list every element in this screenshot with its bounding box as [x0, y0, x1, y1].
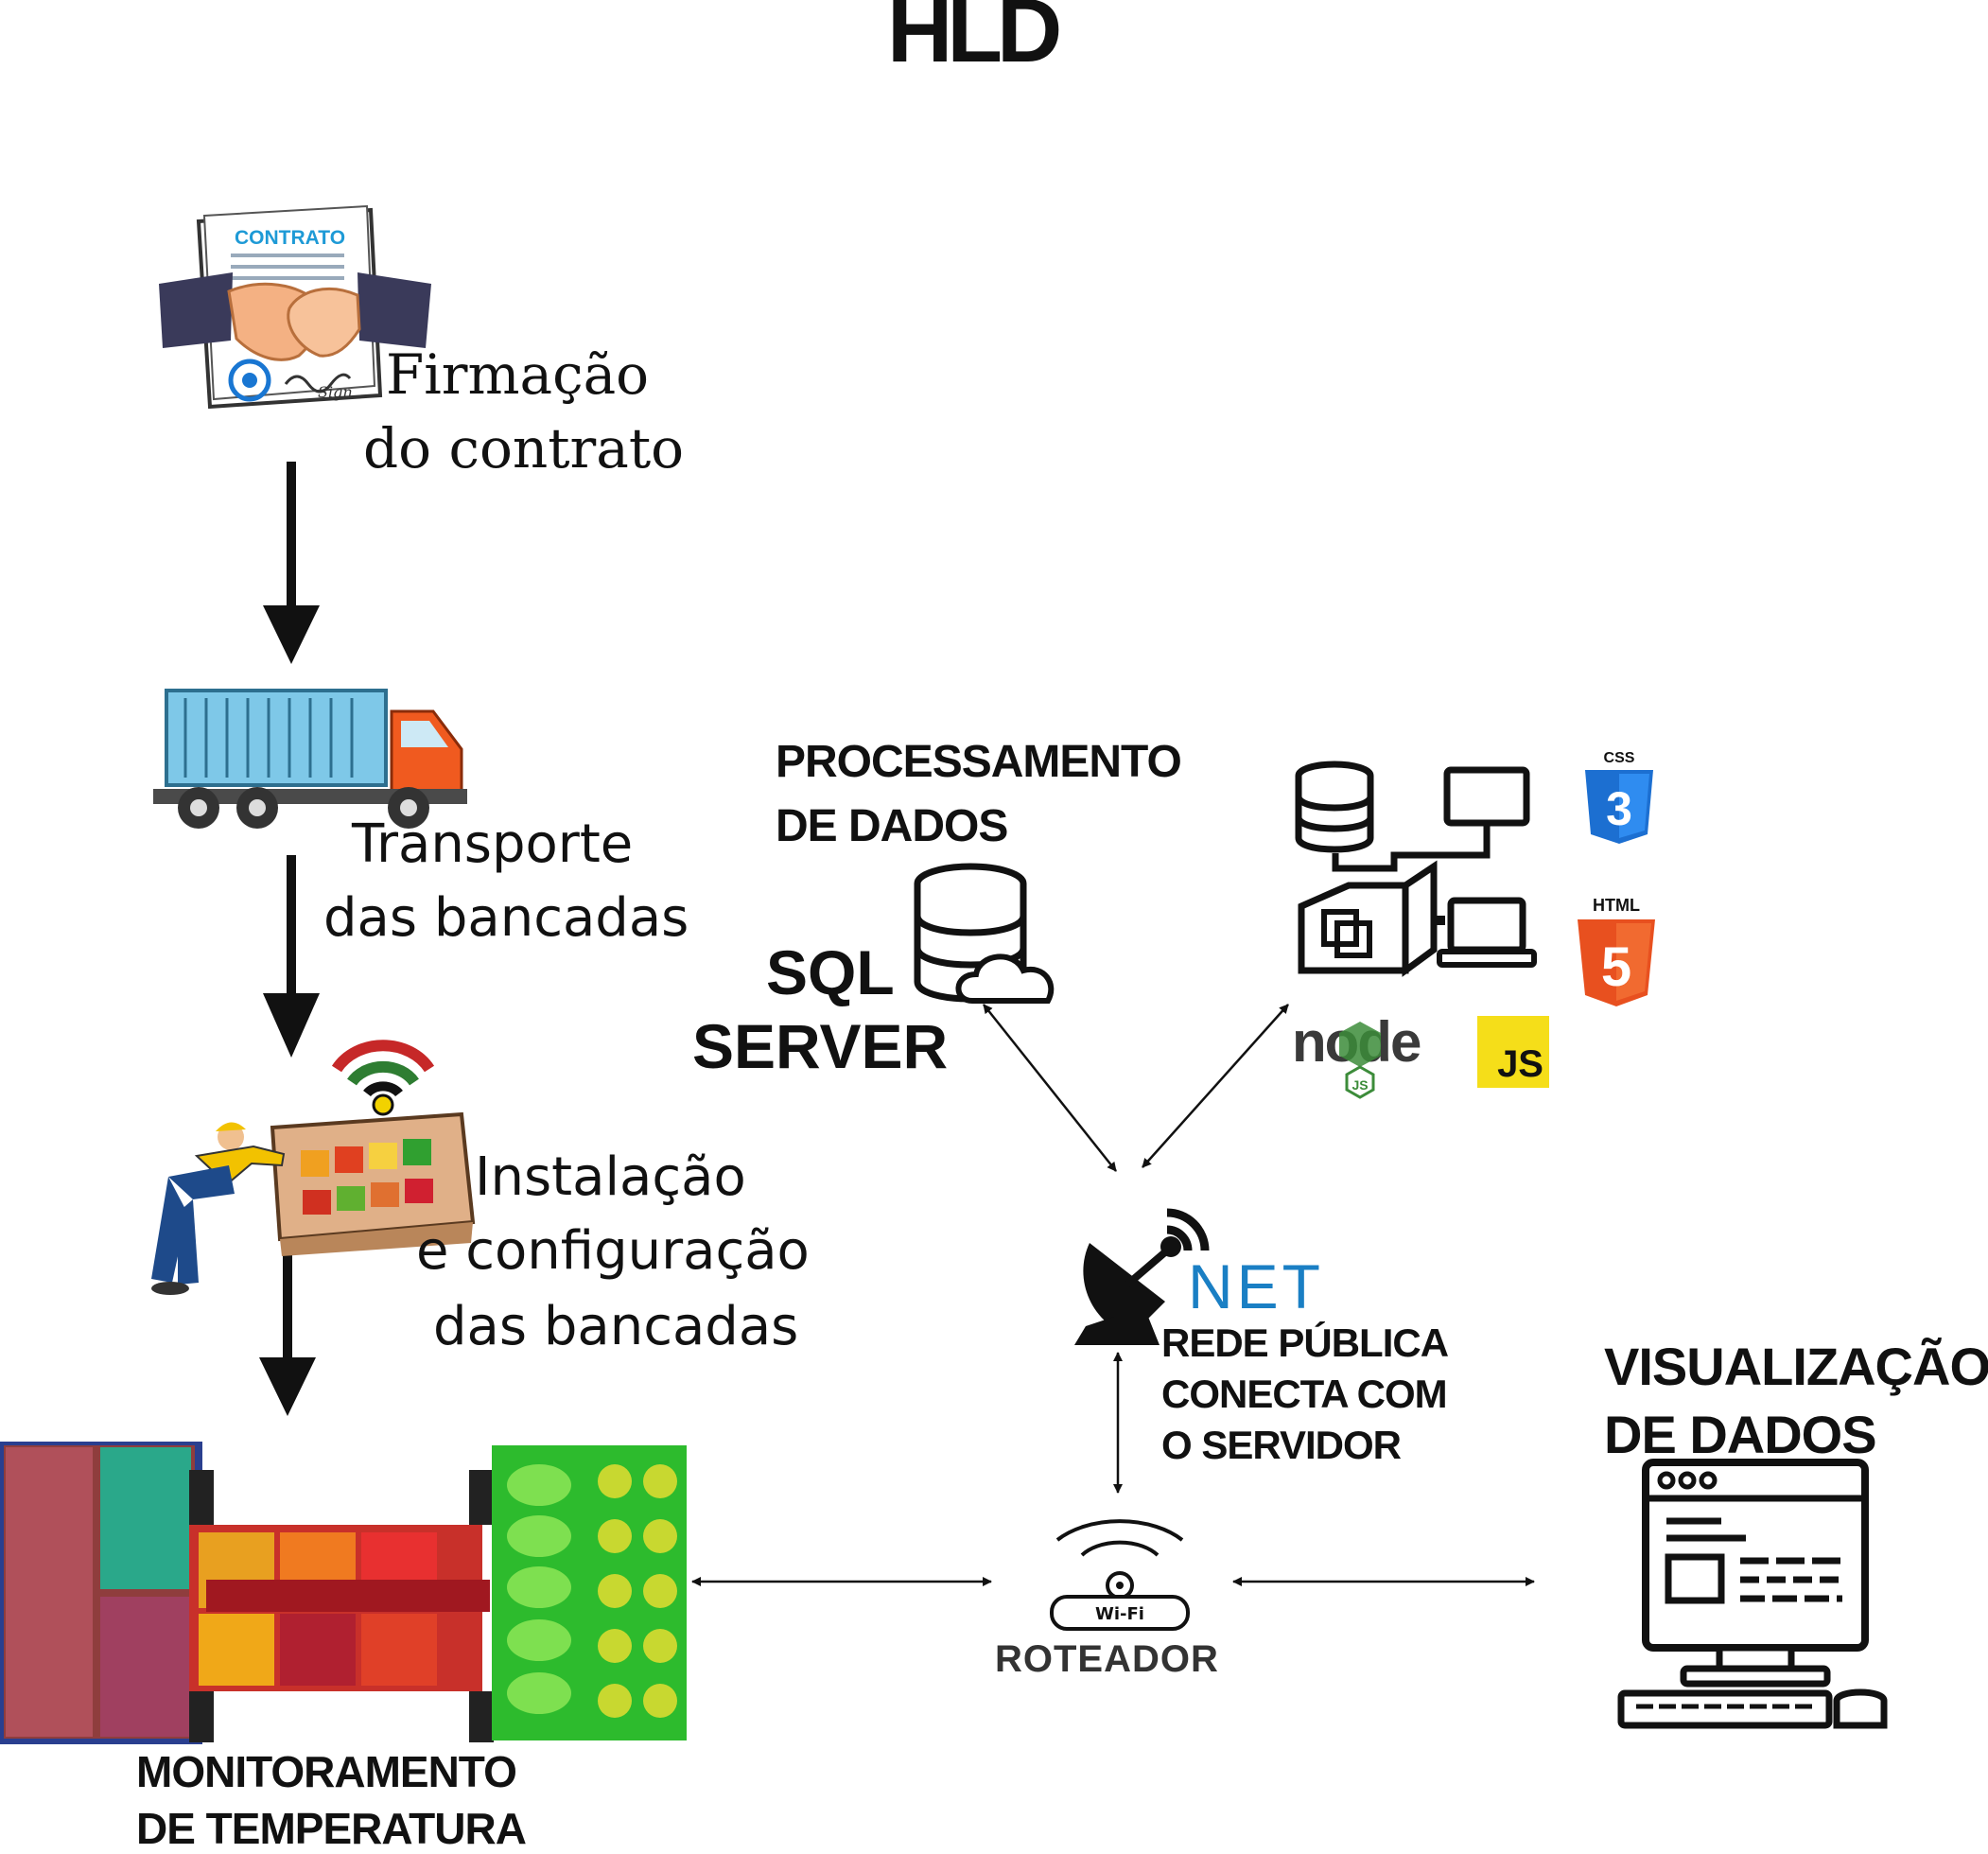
flow-arrow-2	[263, 855, 320, 1058]
install-label-line3: das bancadas	[433, 1296, 799, 1357]
net-brand-logo: NET	[1188, 1251, 1324, 1321]
svg-text:3: 3	[1606, 782, 1632, 835]
server-network-icon	[1295, 761, 1537, 977]
nodejs-icon: node JS	[1292, 1010, 1422, 1099]
network-label-line1: REDE PÚBLICA	[1161, 1321, 1449, 1365]
transport-label-line2: das bancadas	[323, 887, 689, 949]
wifi-router-icon: Wi-Fi	[1050, 1519, 1190, 1631]
server-label: SERVER	[692, 1011, 949, 1081]
worker-installing-icon	[151, 1111, 476, 1295]
router-label: ROTEADOR	[995, 1638, 1219, 1680]
sql-label: SQL	[766, 937, 895, 1007]
satellite-dish-icon	[1074, 1208, 1210, 1345]
computer-terminal-icon	[1617, 1459, 1888, 1729]
monitor-label-line2: DE TEMPERATURA	[136, 1804, 527, 1853]
css3-label: CSS	[1604, 750, 1635, 766]
network-label-line2: CONECTA COM	[1161, 1372, 1448, 1416]
html5-icon: HTML 5	[1578, 896, 1655, 1006]
sql-database-icon	[914, 863, 1055, 1004]
contract-handshake-icon: Sign	[159, 204, 431, 410]
wifi-signal-icon	[331, 1040, 435, 1116]
css3-icon: CSS 3	[1585, 750, 1653, 844]
contract-badge: CONTRATO	[235, 227, 346, 249]
visualization-label-line2: DE DADOS	[1604, 1405, 1877, 1464]
install-label-line1: Instalação	[475, 1146, 746, 1208]
router-wifi-label: Wi-Fi	[1095, 1604, 1144, 1624]
visualization-label-line1: VISUALIZAÇÃO	[1604, 1337, 1988, 1396]
truck-icon	[153, 689, 467, 829]
diagram-title: HLD	[887, 0, 1062, 81]
javascript-label: JS	[1497, 1043, 1543, 1085]
svg-text:5: 5	[1601, 936, 1631, 998]
flow-arrow-3	[259, 1243, 316, 1416]
temperature-bench-icon	[0, 1442, 687, 1744]
contract-label-line1: Firmação	[386, 342, 650, 407]
processing-label-line2: DE DADOS	[776, 801, 1008, 851]
network-label-line3: O SERVIDOR	[1161, 1423, 1402, 1467]
nodejs-js-label: JS	[1351, 1077, 1368, 1093]
processing-label-line1: PROCESSAMENTO	[776, 737, 1182, 787]
monitor-label-line1: MONITORAMENTO	[136, 1747, 517, 1796]
connector-sql-net	[983, 1004, 1117, 1172]
install-label-line2: e configuração	[416, 1220, 810, 1282]
contract-label-line2: do contrato	[363, 416, 685, 481]
javascript-icon: JS	[1477, 1016, 1549, 1088]
html5-label: HTML	[1593, 896, 1640, 915]
transport-label-line1: Transporte	[352, 813, 634, 875]
flow-arrow-1	[263, 462, 320, 664]
connector-stack-net	[1142, 1004, 1289, 1168]
contract-sign-label: Sign	[318, 383, 353, 401]
